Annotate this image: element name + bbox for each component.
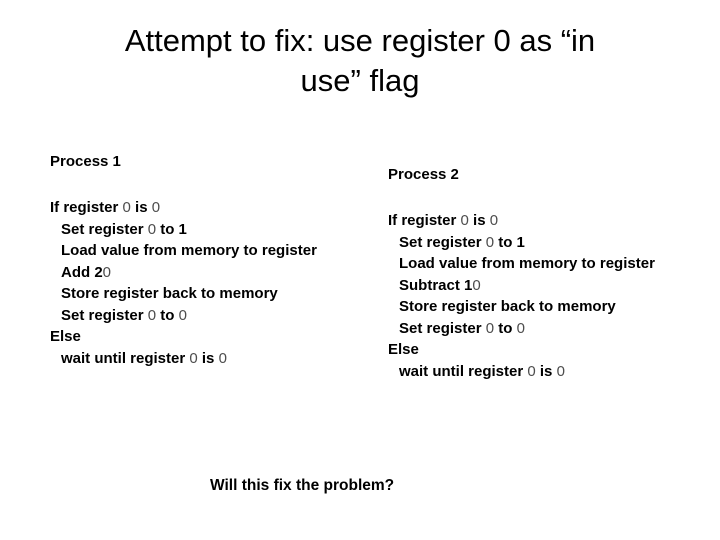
zero-digit: 0 <box>122 199 131 216</box>
process-1-heading: Process 1 <box>50 153 121 170</box>
zero-digit: 0 <box>556 362 565 380</box>
code-line: wait until register 0 is 0 <box>399 362 565 380</box>
code-line: wait until register 0 is 0 <box>61 349 227 367</box>
zero-digit: 0 <box>485 233 495 251</box>
code-line: Store register back to memory <box>61 285 278 302</box>
zero-digit: 0 <box>516 319 525 337</box>
code-line: Add 20 <box>61 263 112 281</box>
slide-title-line-2: use” flag <box>300 63 420 98</box>
zero-digit: 0 <box>527 362 536 380</box>
code-line: Set register 0 to 0 <box>399 319 525 337</box>
code-line: Load value from memory to register <box>399 255 655 272</box>
code-line: Subtract 10 <box>399 276 481 294</box>
zero-digit: 0 <box>460 212 469 229</box>
code-line: Set register 0 to 1 <box>61 220 187 238</box>
code-line: Set register 0 to 1 <box>399 233 525 251</box>
code-line: Set register 0 to 0 <box>61 306 187 324</box>
code-line: Store register back to memory <box>399 298 616 315</box>
zero-digit: 0 <box>189 349 198 367</box>
code-line: If register 0 is 0 <box>388 212 499 229</box>
zero-digit: 0 <box>472 276 481 294</box>
zero-digit: 0 <box>151 199 161 216</box>
footer-question: Will this fix the problem? <box>210 477 395 494</box>
code-line: Else <box>50 328 81 345</box>
process-2-column: Process 2 If register 0 is 0 Set register… <box>388 164 708 382</box>
process-2-code: If register 0 is 0 Set register 0 to 1 Loa… <box>388 210 708 382</box>
zero-digit: 0 <box>147 306 157 324</box>
zero-digit: 0 <box>178 306 187 324</box>
code-line: Else <box>388 341 419 358</box>
process-1-column: Process 1 If register 0 is 0 Set register… <box>50 151 370 369</box>
zero-digit: 0 <box>218 349 227 367</box>
zero-digit: 0 <box>489 212 499 229</box>
code-line: If register 0 is 0 <box>50 199 161 216</box>
slide-title: Attempt to fix: use register 0 as “in us… <box>0 21 720 101</box>
slide-title-line-1: Attempt to fix: use register 0 as “in <box>124 23 596 58</box>
code-line: Load value from memory to register <box>61 242 317 259</box>
zero-digit: 0 <box>147 220 157 238</box>
process-1-code: If register 0 is 0 Set register 0 to 1 Loa… <box>50 197 370 369</box>
zero-digit: 0 <box>102 263 112 281</box>
process-2-heading: Process 2 <box>388 166 459 183</box>
zero-digit: 0 <box>485 319 495 337</box>
